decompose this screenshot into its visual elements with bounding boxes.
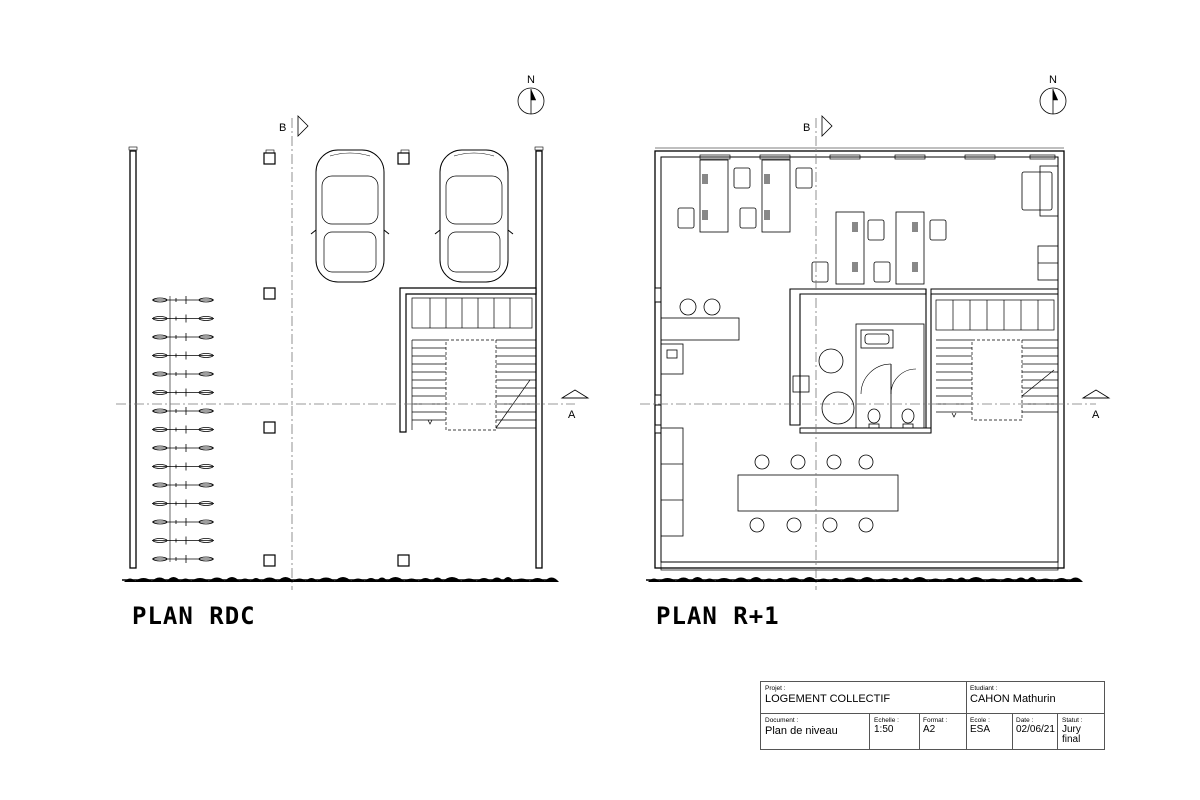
stairs-rdc — [411, 297, 536, 431]
bicycle-icon — [152, 370, 214, 378]
title-block: Projet : LOGEMENT COLLECTIF Etudiant : C… — [760, 681, 1105, 750]
etudiant-value: CAHON Mathurin — [970, 693, 1056, 705]
west-wall — [129, 150, 137, 569]
bicycle-icon — [152, 555, 214, 563]
west-wall-cap — [128, 146, 138, 151]
bicycle-rack — [152, 296, 214, 563]
bicycle-icon — [152, 407, 214, 415]
date-cell: Date : 02/06/21 — [1016, 717, 1055, 735]
echelle-label: Echelle : — [874, 717, 899, 724]
interior-wall — [789, 288, 927, 426]
bicycle-icon — [152, 333, 214, 341]
stair-core-wall — [399, 287, 537, 433]
section-marker-a-icon — [560, 389, 590, 399]
etudiant-label: Etudiant : — [970, 685, 998, 692]
projet-value: LOGEMENT COLLECTIF — [765, 693, 891, 705]
ecole-value: ESA — [970, 724, 991, 735]
ecole-cell: Ecole : ESA — [970, 717, 990, 735]
format-label: Format : — [923, 717, 948, 724]
plan-r1 — [640, 87, 1111, 590]
statut-value-line1: Jury — [1062, 724, 1081, 735]
etudiant-cell: Etudiant : CAHON Mathurin — [970, 685, 1056, 705]
document-cell: Document : Plan de niveau — [765, 717, 838, 737]
bicycle-icon — [152, 499, 214, 508]
north-label: N — [1049, 74, 1057, 86]
section-label-b: B — [803, 122, 810, 134]
furniture — [660, 165, 1059, 537]
format-value: A2 — [923, 724, 936, 735]
section-label-b: B — [279, 122, 286, 134]
hedge — [648, 577, 1083, 582]
bicycle-icon — [152, 296, 214, 304]
section-marker-a-icon — [1081, 389, 1111, 399]
statut-label: Statut : — [1062, 717, 1083, 724]
bicycle-icon — [152, 351, 214, 360]
bicycle-icon — [152, 314, 214, 323]
plan-rdc — [116, 87, 590, 590]
car-icon — [310, 149, 390, 283]
date-value: 02/06/21 — [1016, 724, 1055, 735]
dining-table — [737, 454, 899, 533]
bicycle-icon — [152, 444, 214, 452]
columns — [263, 149, 410, 567]
projet-label: Projet : — [765, 685, 786, 692]
car-icon — [434, 149, 514, 283]
bicycle-icon — [152, 388, 214, 397]
echelle-value: 1:50 — [874, 724, 894, 735]
windows-top — [699, 154, 1056, 160]
bicycle-icon — [152, 536, 214, 545]
interior-wall — [799, 427, 932, 434]
projet-cell: Projet : LOGEMENT COLLECTIF — [765, 685, 890, 705]
bathroom — [855, 323, 925, 429]
ecole-label: Ecole : — [970, 717, 990, 724]
bicycle-icon — [152, 481, 214, 489]
bicycle-icon — [152, 462, 214, 471]
document-value: Plan de niveau — [765, 725, 838, 737]
statut-cell: Statut : Jury final — [1062, 717, 1083, 745]
plan-title-rdc: PLAN RDC — [132, 602, 256, 630]
format-cell: Format : A2 — [923, 717, 947, 735]
east-wall — [535, 150, 543, 569]
section-marker-b-icon — [821, 115, 833, 137]
section-label-a: A — [568, 409, 576, 421]
bicycle-icon — [152, 425, 214, 434]
echelle-cell: Echelle : 1:50 — [874, 717, 899, 735]
bicycle-icon — [152, 518, 214, 526]
plan-title-r1: PLAN R+1 — [656, 602, 780, 630]
east-wall-cap — [534, 146, 544, 151]
stairs-r1 — [935, 299, 1058, 421]
hedge — [124, 577, 559, 582]
section-label-a: A — [1092, 409, 1100, 421]
document-label: Document : — [765, 717, 799, 724]
section-marker-b-icon — [297, 115, 309, 137]
office-desks — [677, 159, 947, 285]
date-label: Date : — [1016, 717, 1034, 724]
statut-value-line2: final — [1062, 734, 1081, 745]
exterior-wall — [654, 150, 1065, 569]
north-label: N — [527, 74, 535, 86]
